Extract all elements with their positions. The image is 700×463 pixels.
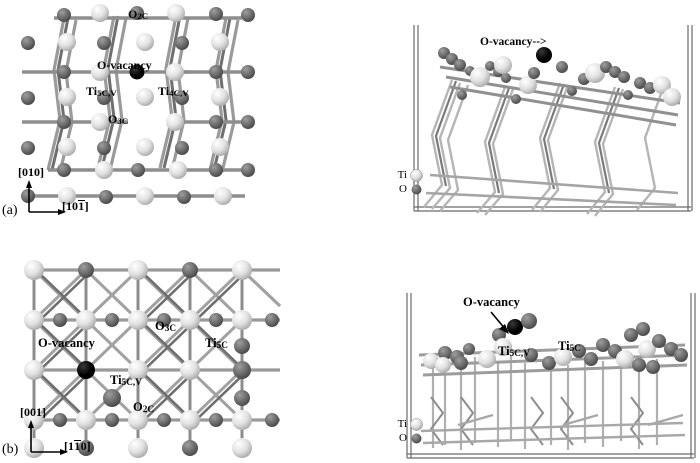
legend-b-o-row: O: [392, 431, 423, 445]
atoms-b-persp: [423, 313, 688, 374]
panel-b-axis-horizontal-label: [110]: [64, 439, 91, 453]
structure-b-persp-svg: [406, 293, 696, 459]
structure-a-persp-svg: [413, 25, 693, 217]
panel-b-persp-ti5c-label: Ti5C: [558, 339, 581, 355]
frame-b-persp: [406, 293, 696, 459]
legend-b-ti-label: Ti: [397, 418, 407, 430]
panel-b-persp-vacancy-arrow: [487, 310, 517, 338]
legend-a: Ti O: [392, 168, 423, 196]
legend-a-ti-row: Ti: [392, 168, 423, 182]
panel-a-ti4cv-label: Ti4C,V: [158, 84, 189, 99]
panel-b-o2c-label: O2C: [133, 400, 155, 416]
bond-rails-a-persp: [423, 79, 667, 217]
structure-a-top-svg: [21, 4, 255, 205]
vacancy-site-b-persp: [507, 319, 523, 335]
panel-b-perspective-view: [403, 293, 698, 463]
panel-a-ti5cv-label: Ti5C,V: [86, 84, 117, 99]
legend-a-ti-label: Ti: [397, 169, 407, 181]
legend-a-ti-sphere: [410, 168, 423, 182]
vacancy-site-a-persp: [536, 47, 552, 63]
legend-b-ti-sphere: [410, 417, 423, 431]
panel-a-persp-o-vacancy-label: O-vacancy-->: [480, 36, 547, 48]
panel-a-o-vacancy-label: O-vacancy: [97, 58, 152, 72]
panel-a-o3c-label: O3C: [108, 112, 129, 127]
legend-a-o-label: O: [399, 183, 407, 195]
panel-a-perspective-view: [410, 25, 695, 217]
panel-a-o2c-label: O2C: [128, 7, 149, 22]
panel-b-label: (b): [2, 442, 19, 457]
panel-b-axis-indicator: [22, 412, 94, 457]
legend-b-o-label: O: [399, 432, 407, 444]
structure-b-top-svg: [24, 260, 282, 458]
zigzag-b-persp: [429, 396, 645, 446]
legend-b: Ti O: [392, 417, 423, 445]
panel-b-o-vacancy-label: O-vacancy: [38, 336, 95, 350]
bond-mesh-b-dark: [36, 271, 248, 423]
legend-b-ti-row: Ti: [392, 417, 423, 431]
floor-b-persp: [420, 413, 686, 445]
panel-a-label: (a): [2, 203, 18, 218]
legend-b-o-sphere: [411, 433, 422, 443]
panel-b-ti5c-label: Ti5C: [205, 336, 228, 352]
vacancy-site-a: [129, 64, 145, 80]
panel-a-axis-horizontal-label: [101]: [62, 199, 89, 213]
panel-a-axis-indicator: [20, 172, 92, 217]
panel-b-o3c-label: O3C: [155, 319, 177, 335]
panel-b-top-view: [24, 258, 284, 458]
atoms-a: [21, 4, 255, 205]
atoms-b: [24, 260, 279, 458]
panel-b-axis-vertical-label: [001]: [20, 405, 46, 419]
panel-b-persp-o-vacancy-label: O-vacancy: [463, 295, 520, 309]
atoms-a-persp: [438, 47, 681, 106]
bond-rails-a-persp-dark: [434, 80, 621, 194]
legend-a-o-sphere: [411, 184, 422, 194]
panel-b-ti5cv-label: Ti5C,V: [110, 373, 142, 389]
panel-a-axis-vertical-label: [010]: [18, 165, 44, 179]
panel-b-persp-ti5cv-label: Ti5C,V: [498, 344, 530, 360]
bottom-rows-a-persp: [425, 173, 679, 207]
legend-a-o-row: O: [392, 182, 423, 196]
vacancy-site-b: [77, 361, 95, 379]
panel-a-top-view: [20, 0, 260, 215]
